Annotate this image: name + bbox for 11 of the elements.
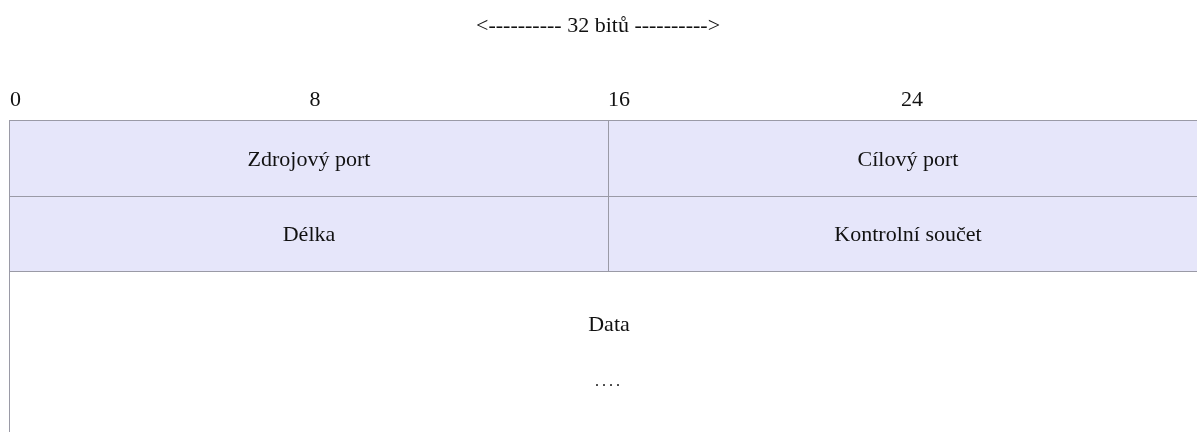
cell-text: Kontrolní součet — [834, 221, 982, 247]
bit-number: 8 — [309, 86, 321, 112]
bit-number: 16 — [608, 86, 630, 112]
cell-text: Cílový port — [857, 145, 959, 172]
cell-text: Zdrojový port — [247, 145, 371, 172]
cell-text: Délka — [282, 221, 336, 247]
bit-number: 24 — [901, 86, 923, 112]
bit-width-label: <---------- 32 bitů ----------> — [476, 12, 721, 38]
cell-text: Data — [588, 311, 630, 337]
bit-number: 0 — [10, 86, 21, 112]
ellipsis-text: .... — [595, 372, 623, 390]
